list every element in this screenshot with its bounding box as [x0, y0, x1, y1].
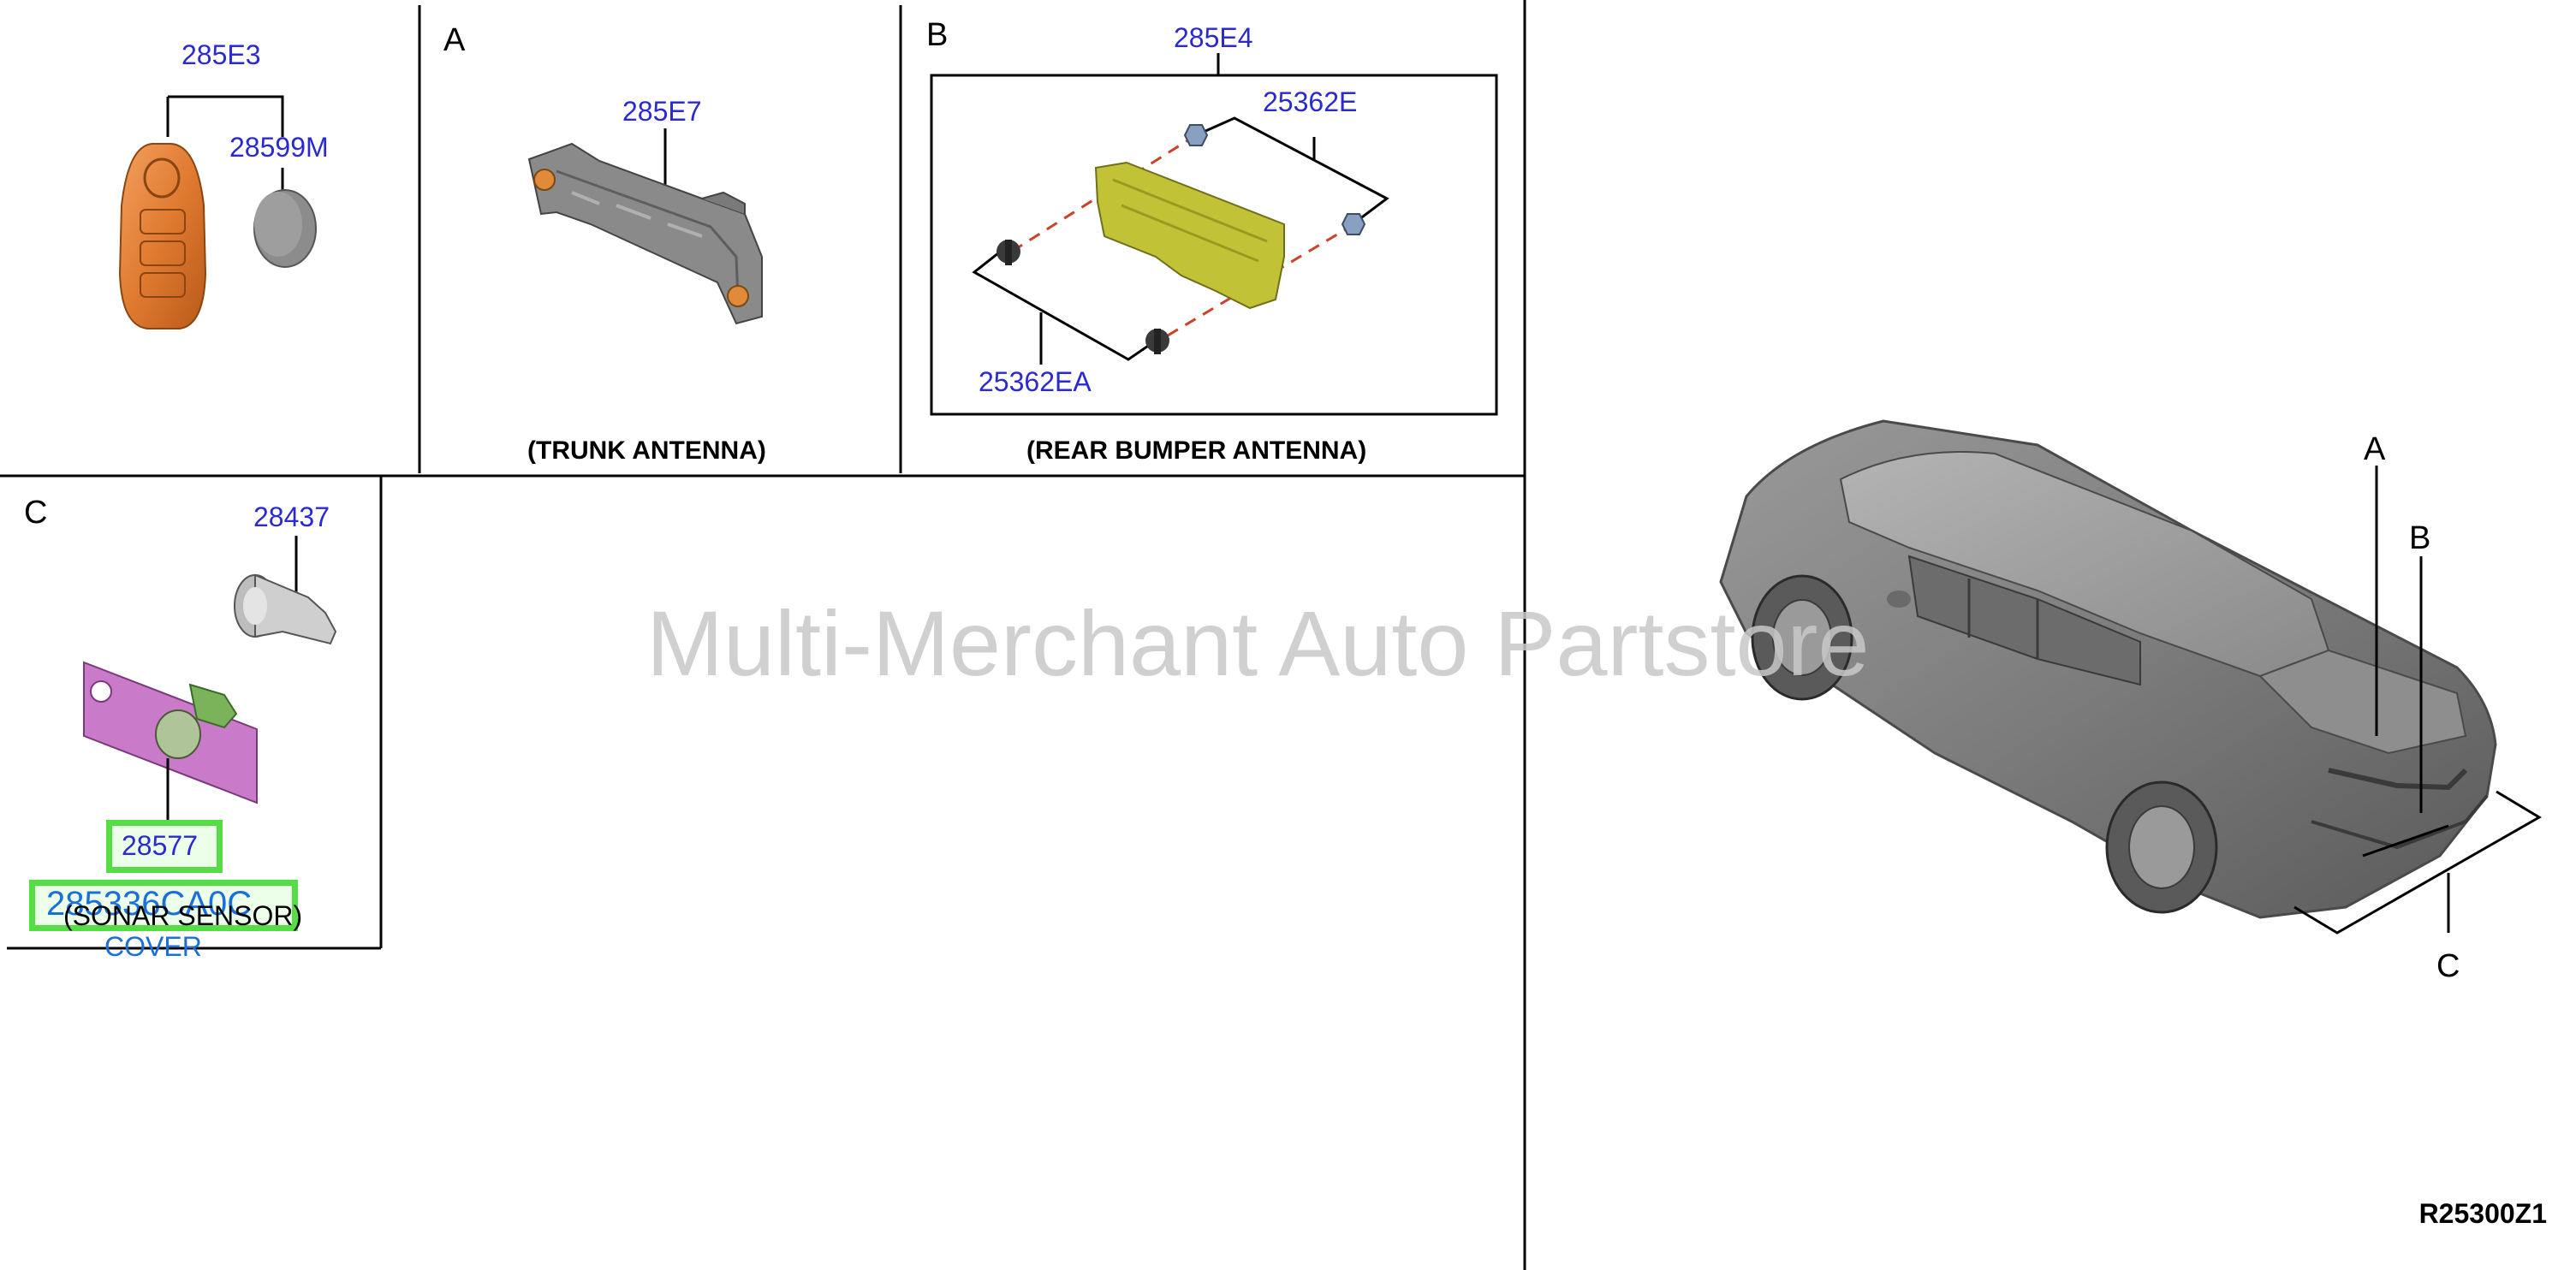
part-number-285E7[interactable]: 285E7 [622, 96, 702, 127]
part-number-28577[interactable]: 28577 [122, 830, 198, 861]
caption-trunk-antenna: (TRUNK ANTENNA) [527, 436, 766, 465]
part-number-285E3[interactable]: 285E3 [181, 39, 261, 70]
vehicle-callout-c[interactable]: C [2436, 948, 2460, 984]
vehicle-callout-a[interactable]: A [2364, 431, 2386, 467]
part-number-285E4[interactable]: 285E4 [1174, 22, 1253, 53]
frame-lines [0, 0, 1526, 1270]
part-number-28437[interactable]: 28437 [253, 501, 330, 532]
rear-bumper-antenna-illustration [930, 53, 1498, 416]
key-fob-illustration [118, 95, 317, 329]
section-letter-b: B [926, 17, 949, 53]
section-letter-c: C [24, 495, 48, 531]
vehicle-callout-b[interactable]: B [2409, 520, 2431, 556]
part-number-25362EA[interactable]: 25362EA [979, 366, 1092, 397]
part-number-28599M[interactable]: 28599M [229, 132, 329, 163]
part-number-285336CA0C[interactable]: 285336CA0C [46, 885, 253, 923]
diagram-code: R25300Z1 [2418, 1198, 2547, 1229]
caption-sonar-sensor: (SONAR SENSOR) [63, 900, 303, 931]
caption-rear-bumper-antenna: (REAR BUMPER ANTENNA) [1026, 436, 1367, 465]
sonar-sensor-illustration [83, 536, 337, 822]
highlight-box-cover-part[interactable] [29, 880, 298, 931]
vehicle-callout-lines [2293, 466, 2542, 935]
highlight-box-28577[interactable] [106, 820, 223, 873]
trunk-antenna-illustration [527, 128, 763, 325]
section-letter-a: A [443, 22, 466, 58]
vehicle-illustration [1719, 419, 2497, 919]
part-number-25362E[interactable]: 25362E [1263, 86, 1358, 117]
cover-description: COVER [104, 931, 202, 962]
